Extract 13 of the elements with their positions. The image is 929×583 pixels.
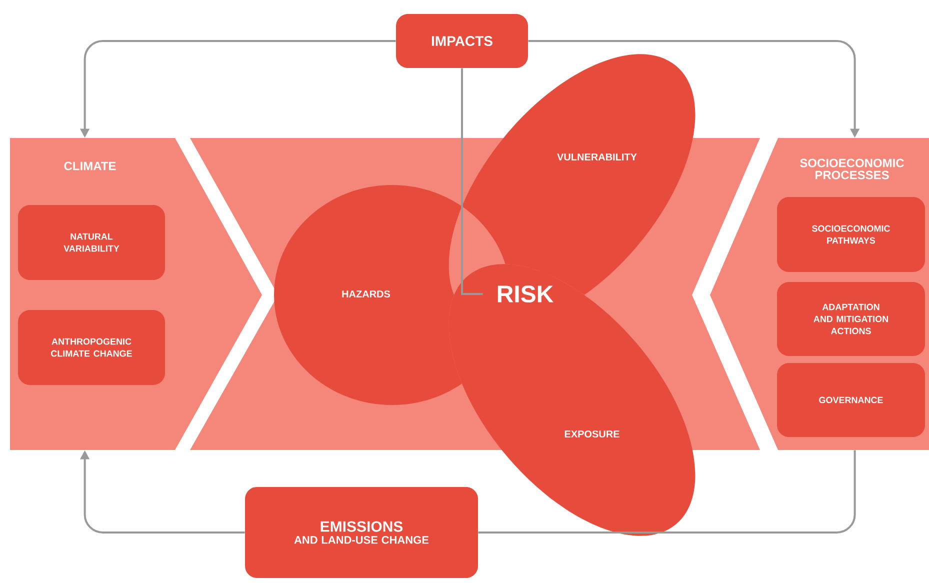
rounded-box: ADAPTATION AND MITIGATION ACTIONS <box>777 282 925 356</box>
petal-label: HAZARDS <box>342 290 390 298</box>
rounded-box: NATURAL VARIABILITY <box>18 205 165 280</box>
rounded-box: SOCIOECONOMIC PATHWAYS <box>777 197 925 272</box>
petal-label: RISK <box>498 286 554 302</box>
rounded-box: IMPACTS <box>396 14 528 68</box>
rounded-box: GOVERNANCE <box>777 363 925 437</box>
rounded-box: ANTHROPOGENIC CLIMATE CHANGE <box>18 310 165 385</box>
node-label: CLIMATE <box>64 162 116 170</box>
node-label: SOCIOECONOMIC PROCESSES <box>800 158 904 180</box>
rounded-box: EMISSIONS AND LAND-USE CHANGE <box>245 487 478 578</box>
petal-label: EXPOSURE <box>564 430 620 438</box>
petal-label: VULNERABILITY <box>557 154 637 160</box>
